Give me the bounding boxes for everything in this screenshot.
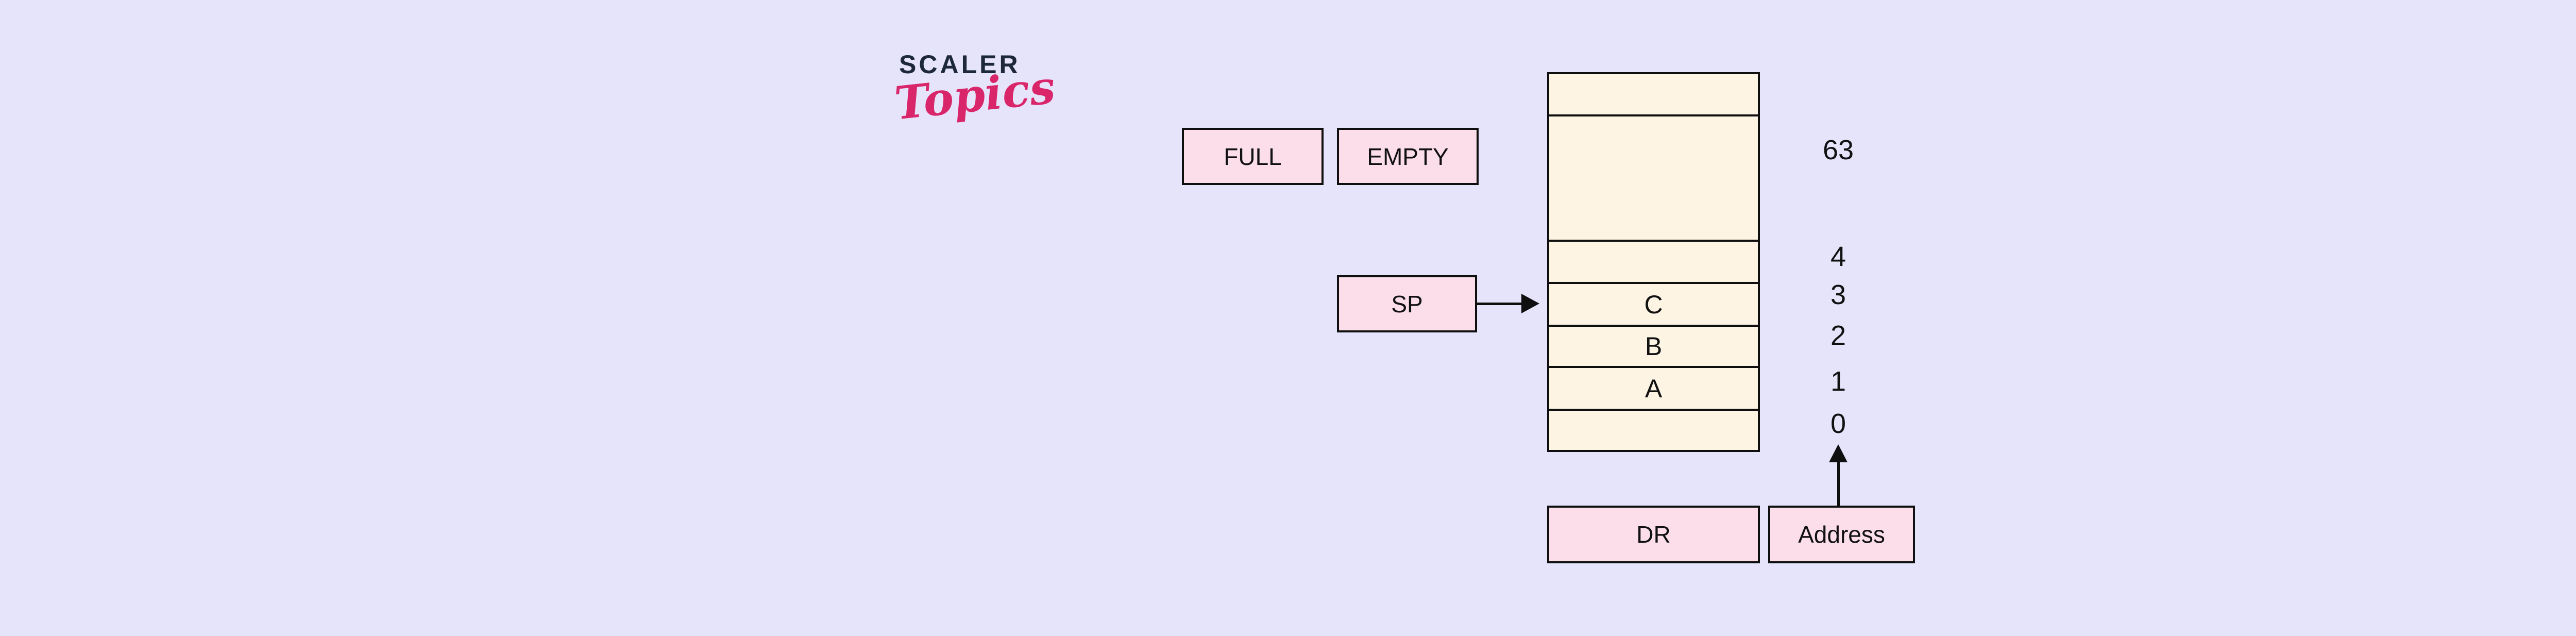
address-arrowhead-icon: [1829, 444, 1848, 462]
address-label-4: 4: [1830, 241, 1846, 272]
stack-pointer-box: SP: [1337, 275, 1477, 332]
stack-cell-top: [1549, 74, 1758, 116]
address-label-63: 63: [1822, 135, 1854, 165]
stack-cell-2: B: [1549, 327, 1758, 368]
address-label-2: 2: [1830, 320, 1846, 351]
stack-cell-63: [1549, 116, 1758, 242]
memory-stack: C B A: [1547, 72, 1760, 452]
full-flag-box: FULL: [1182, 128, 1324, 185]
stack-cell-value: C: [1644, 290, 1663, 319]
address-label-0: 0: [1830, 408, 1846, 439]
empty-flag-box: EMPTY: [1337, 128, 1479, 185]
empty-flag-label: EMPTY: [1367, 143, 1449, 170]
stack-cell-value: A: [1645, 374, 1663, 403]
stack-cell-4: [1549, 242, 1758, 284]
data-register-box: DR: [1547, 506, 1760, 563]
logo-brand-text: SCALER: [899, 50, 1021, 79]
sp-arrowhead-icon: [1521, 294, 1539, 313]
address-register-box: Address: [1768, 506, 1915, 563]
address-label-3: 3: [1830, 279, 1846, 310]
address-register-label: Address: [1798, 521, 1885, 548]
address-label-1: 1: [1830, 366, 1846, 397]
address-arrow-line: [1837, 460, 1840, 506]
full-flag-label: FULL: [1224, 143, 1282, 170]
stack-cell-0: [1549, 411, 1758, 450]
scaler-topics-logo: SCALER Topics: [892, 50, 1058, 130]
stack-pointer-label: SP: [1391, 290, 1423, 317]
sp-arrow-line: [1477, 303, 1523, 305]
stack-cell-3: C: [1549, 284, 1758, 327]
stack-cell-value: B: [1645, 332, 1663, 361]
stack-cell-1: A: [1549, 368, 1758, 411]
data-register-label: DR: [1636, 521, 1671, 548]
